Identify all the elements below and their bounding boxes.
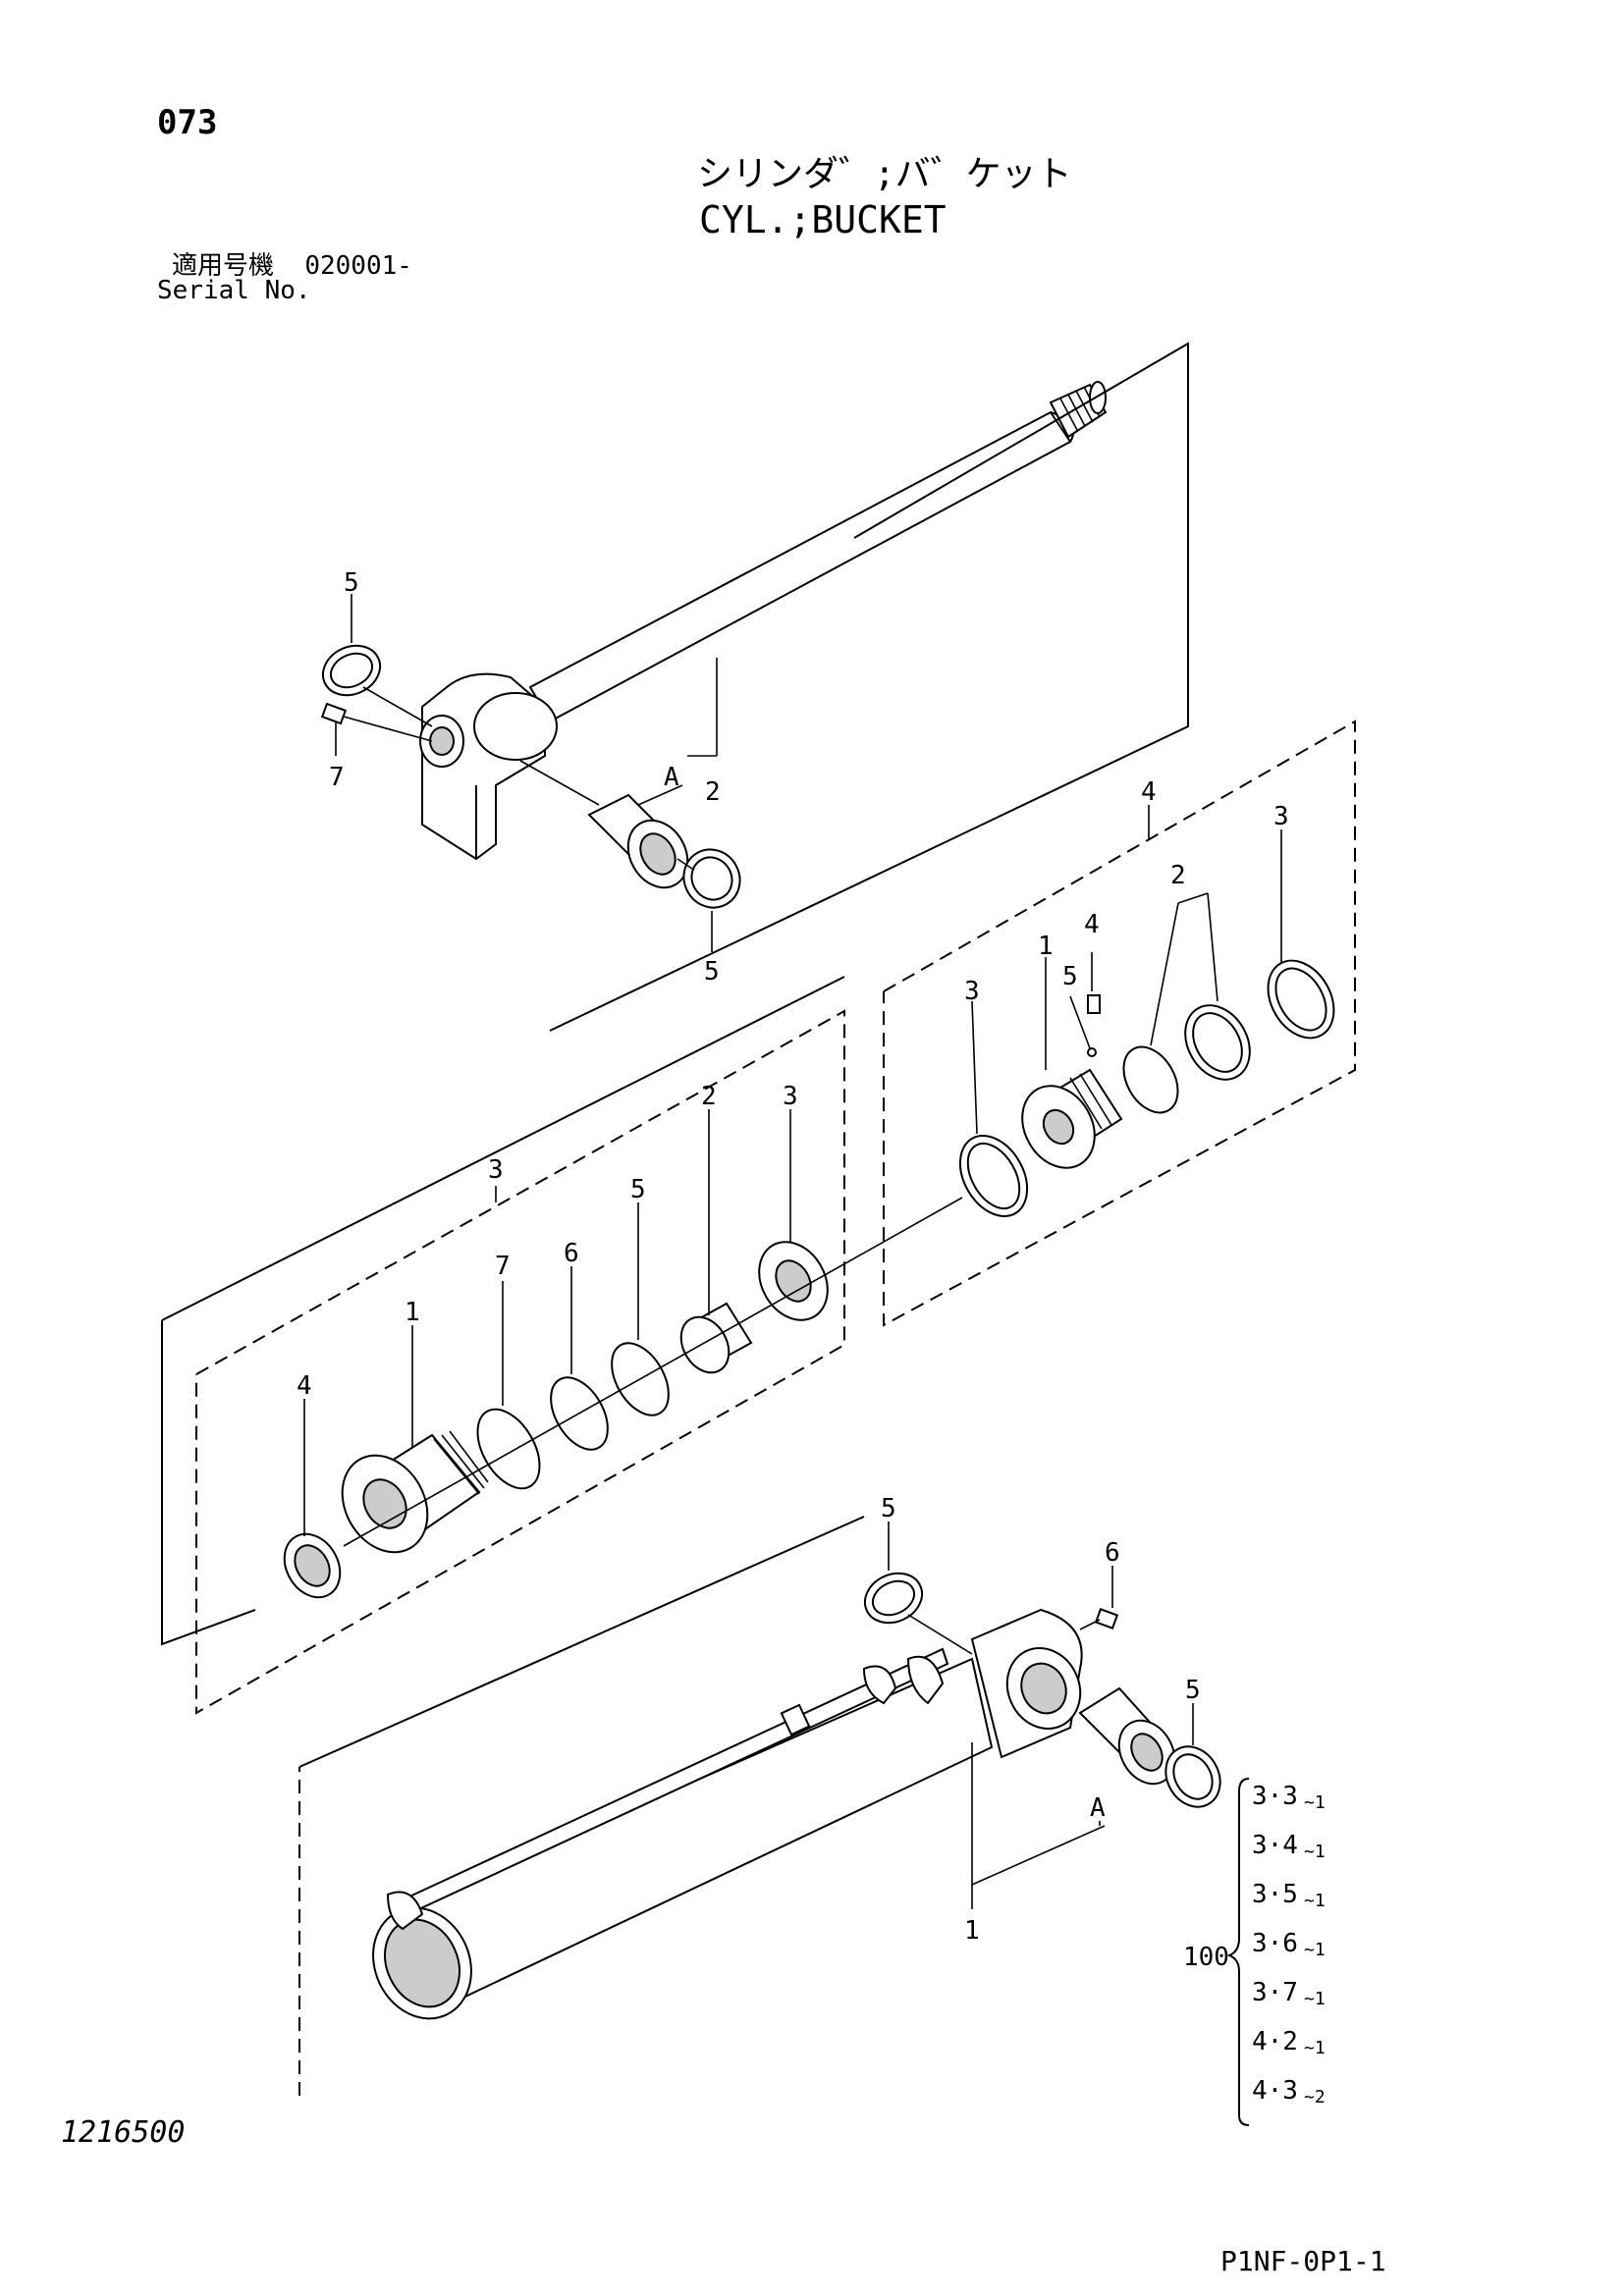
callout-rod-seal-ring-left: 5 (344, 568, 359, 598)
o-ring-kit4 (1122, 1045, 1179, 1114)
piston-kit4 (1021, 1068, 1123, 1169)
serial-label-japanese: 適用号機 (172, 251, 275, 281)
kit-quantity-table: 100 3·3 ~1 3·4 ~1 3·5 ~1 3·6 ~1 3·7 ~1 4·2 ~1 4·3 ~2 (1183, 1778, 1326, 2126)
serial-value: 020001- (304, 251, 412, 281)
document-number: 1216500 (61, 2115, 186, 2150)
callout-kit4-set-screw: 4 (1084, 910, 1100, 939)
callout-kit3-o-ring-7: 7 (495, 1252, 511, 1281)
kit-table-row-main: 4·2 (1252, 2027, 1298, 2056)
kit-table-rows: 3·3 ~1 3·4 ~1 3·5 ~1 3·6 ~1 3·7 ~1 4·2 ~1 4·3 ~2 (1252, 1782, 1326, 2108)
callout-kit4-wear-ring-right: 3 (1273, 802, 1289, 831)
serial-label-english: Serial No. (157, 276, 311, 305)
kit-table-row-main: 4·3 (1252, 2076, 1298, 2106)
callout-kit3-cylinder-head: 1 (405, 1298, 420, 1327)
kit-table-row-sub: ~1 (1304, 1989, 1326, 2009)
kit-table-row-sub: ~1 (1304, 1792, 1326, 1813)
piston-rod (528, 381, 1108, 723)
callout-rod-grease-nipple: 7 (329, 763, 345, 792)
kit-table-row-main: 3·7 (1252, 1978, 1298, 2007)
set-screw-kit4 (1087, 994, 1101, 1014)
steel-ball-kit4 (1087, 1047, 1097, 1057)
grease-nipple-rod (320, 702, 433, 742)
title-english: CYL.;BUCKET (699, 198, 947, 241)
callout-kit3-bushing: 2 (701, 1082, 717, 1111)
kit-table-row-main: 3·6 (1252, 1929, 1298, 1958)
sheet-code: P1NF-0P1-1 (1220, 2245, 1386, 2277)
kit-table-row-sub: ~1 (1304, 1842, 1326, 1862)
rod-eye (419, 672, 558, 861)
piston-seal-kit4 (1184, 1004, 1251, 1081)
seal-ring-rod-right (677, 848, 741, 909)
seal-ring-tube-right (1164, 1745, 1221, 1808)
kit-table-row-main: 3·3 (1252, 1782, 1298, 1811)
callout-kit3-dust-seal: 3 (783, 1082, 798, 1111)
kit-table-row-sub: ~2 (1304, 2087, 1326, 2108)
callout-kit4-wear-ring-left: 3 (964, 977, 980, 1006)
kit-4-group (883, 720, 1356, 1327)
callout-rod-section-a: A (664, 763, 679, 792)
callout-tube-section-a: A (1090, 1793, 1106, 1823)
kit-table-row-main: 3·4 (1252, 1831, 1298, 1860)
dust-seal-kit3 (758, 1241, 829, 1321)
bushing-rod (519, 760, 689, 889)
kit-table-row-sub: ~1 (1304, 2038, 1326, 2058)
dust-wiper-kit3 (283, 1532, 342, 1599)
callout-kit4-steel-ball: 5 (1062, 962, 1078, 991)
seal-ring-rod-left (321, 644, 433, 727)
bushing-tube (1078, 1686, 1176, 1786)
callout-kit-3: 3 (488, 1155, 504, 1185)
callout-kit3-backup-ring: 6 (564, 1239, 579, 1268)
kit-table-row-sub: ~1 (1304, 1940, 1326, 1960)
seal-ring-tube-upper (863, 1572, 973, 1655)
kit-table-row-sub: ~1 (1304, 1891, 1326, 1911)
callout-tube-seal-ring-right: 5 (1185, 1676, 1201, 1705)
tube-assembly (298, 1516, 1221, 2096)
kit-table-row-main: 3·5 (1252, 1880, 1298, 1909)
callout-tube-grease-nipple: 6 (1105, 1538, 1120, 1568)
callout-rod-assembly: 2 (705, 777, 721, 807)
rod-assembly (320, 342, 1189, 1032)
callout-kit4-piston-seal: 2 (1170, 861, 1186, 890)
callout-kit4-piston: 1 (1038, 932, 1054, 961)
callout-rod-seal-ring-right: 5 (704, 957, 720, 987)
callout-tube-assembly: 1 (964, 1916, 980, 1946)
bushing-kit3 (679, 1302, 753, 1374)
kit-table-prefix: 100 (1183, 1943, 1229, 1972)
wear-ring-kit4-left (958, 1135, 1029, 1217)
wear-ring-kit4-right (1267, 959, 1335, 1040)
cylinder-head-kit3 (341, 1430, 489, 1554)
callout-kit3-dust-wiper: 4 (297, 1371, 312, 1401)
grease-nipple-tube (1079, 1608, 1119, 1630)
cylinder-tube (372, 1608, 1083, 2020)
callout-labels: 5 7 2 A 5 4 3 2 4 5 1 3 3 3 2 5 6 7 1 4 … (297, 568, 1289, 1946)
callout-tube-seal-ring-upper: 5 (881, 1494, 896, 1523)
callout-kit3-o-ring: 5 (630, 1175, 646, 1204)
serial-line-japanese: 適用号機 020001- (172, 253, 412, 279)
page-number: 073 (157, 103, 218, 142)
title-japanese: シリンダ゛;バ゛ケット (697, 154, 1072, 194)
callout-kit-4: 4 (1141, 777, 1157, 807)
o-ring-kit3-7 (476, 1408, 541, 1490)
kit-3-group (161, 976, 963, 1715)
